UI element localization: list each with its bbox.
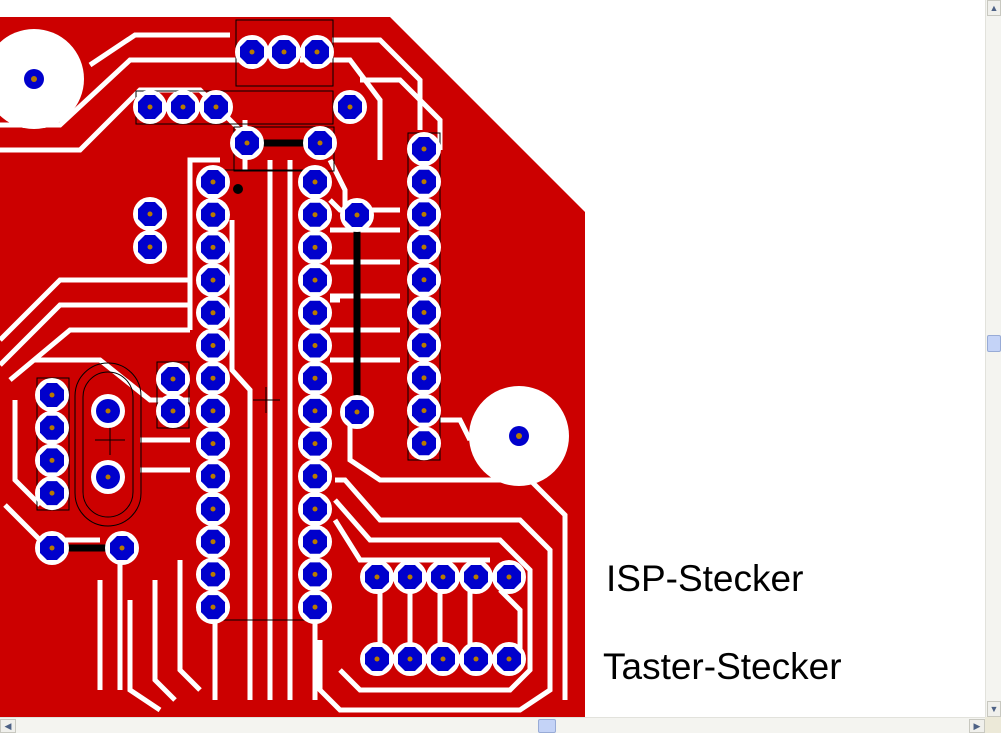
pcb-board xyxy=(0,17,585,717)
drill-hole xyxy=(473,574,479,580)
drill-hole xyxy=(210,408,216,414)
drill-hole xyxy=(440,574,446,580)
button-connector-label: Taster-Stecker xyxy=(603,646,842,687)
drill-hole xyxy=(374,574,380,580)
drill-hole xyxy=(147,104,153,110)
drill-hole xyxy=(421,375,427,381)
drill-hole xyxy=(421,440,427,446)
drill-hole xyxy=(210,473,216,479)
drill-hole xyxy=(49,425,55,431)
drill-hole xyxy=(312,539,318,545)
drill-hole xyxy=(312,473,318,479)
drill-hole xyxy=(210,244,216,250)
drill-hole xyxy=(314,49,320,55)
drill-hole xyxy=(105,474,111,480)
drill-hole xyxy=(506,574,512,580)
drill-hole xyxy=(312,212,318,218)
drill-hole xyxy=(170,408,176,414)
vertical-scroll-thumb[interactable] xyxy=(987,335,1001,352)
drill-hole xyxy=(180,104,186,110)
drill-hole xyxy=(210,506,216,512)
drill-hole xyxy=(210,375,216,381)
trace-isolation xyxy=(0,32,568,713)
drill-hole xyxy=(421,179,427,185)
drill-hole xyxy=(421,211,427,217)
drill-hole xyxy=(312,343,318,348)
drill-hole xyxy=(407,656,413,662)
drill-hole xyxy=(312,571,318,577)
drill-hole xyxy=(312,408,318,414)
drill-hole xyxy=(210,277,216,283)
horizontal-scroll-thumb[interactable] xyxy=(538,719,556,733)
solder-pads xyxy=(35,35,526,676)
via xyxy=(233,184,243,194)
drill-hole xyxy=(473,656,479,662)
drill-hole xyxy=(421,146,427,152)
down-arrow-icon[interactable]: ▼ xyxy=(987,701,1001,717)
drill-hole xyxy=(312,604,318,610)
drill-hole xyxy=(213,104,219,110)
drill-hole xyxy=(317,140,323,146)
drill-hole xyxy=(312,179,318,185)
drill-hole xyxy=(210,571,216,577)
drill-hole xyxy=(421,408,427,414)
drill-hole xyxy=(421,342,427,348)
drill-hole xyxy=(354,212,360,218)
drill-hole xyxy=(407,574,413,580)
drill-hole xyxy=(210,441,216,447)
scrollbar-corner xyxy=(985,717,1001,733)
drill-hole xyxy=(210,604,216,610)
drill-hole xyxy=(312,375,318,381)
drill-hole xyxy=(170,376,176,382)
left-arrow-icon[interactable]: ◀ xyxy=(0,719,16,733)
origin-marks xyxy=(95,387,280,455)
drill-hole xyxy=(210,343,216,348)
drill-hole xyxy=(49,490,55,496)
right-arrow-icon[interactable]: ▶ xyxy=(969,719,985,733)
drill-hole xyxy=(105,408,111,414)
drill-hole xyxy=(312,310,318,316)
drill-hole xyxy=(119,545,125,551)
drill-hole xyxy=(147,244,153,250)
up-arrow-icon[interactable]: ▲ xyxy=(987,0,1001,16)
drill-hole xyxy=(210,179,216,185)
drill-hole xyxy=(347,104,353,110)
drill-hole xyxy=(312,506,318,512)
horizontal-scrollbar[interactable]: ◀ ▶ xyxy=(0,717,985,733)
drill-hole xyxy=(421,244,427,250)
drill-hole xyxy=(49,457,55,463)
vertical-scrollbar[interactable]: ▲ ▼ xyxy=(985,0,1001,717)
pcb-layout-canvas[interactable]: ISP-Stecker Taster-Stecker xyxy=(0,0,985,717)
drill-hole xyxy=(244,140,250,146)
drill-hole xyxy=(440,656,446,662)
drill-hole xyxy=(210,310,216,316)
drill-hole xyxy=(210,539,216,545)
drill-hole xyxy=(312,441,318,447)
drill-hole xyxy=(281,49,287,55)
drill-hole xyxy=(516,433,522,439)
drill-hole xyxy=(31,76,37,82)
isp-connector-label: ISP-Stecker xyxy=(606,558,804,599)
drill-hole xyxy=(374,656,380,662)
drill-hole xyxy=(147,211,153,217)
drill-hole xyxy=(49,545,55,551)
drill-hole xyxy=(249,49,255,55)
drill-hole xyxy=(506,656,512,662)
drill-hole xyxy=(49,392,55,398)
drill-hole xyxy=(421,277,427,283)
drill-hole xyxy=(210,212,216,218)
drill-hole xyxy=(421,310,427,315)
drill-hole xyxy=(312,277,318,283)
drill-hole xyxy=(354,409,360,415)
drill-hole xyxy=(312,244,318,250)
